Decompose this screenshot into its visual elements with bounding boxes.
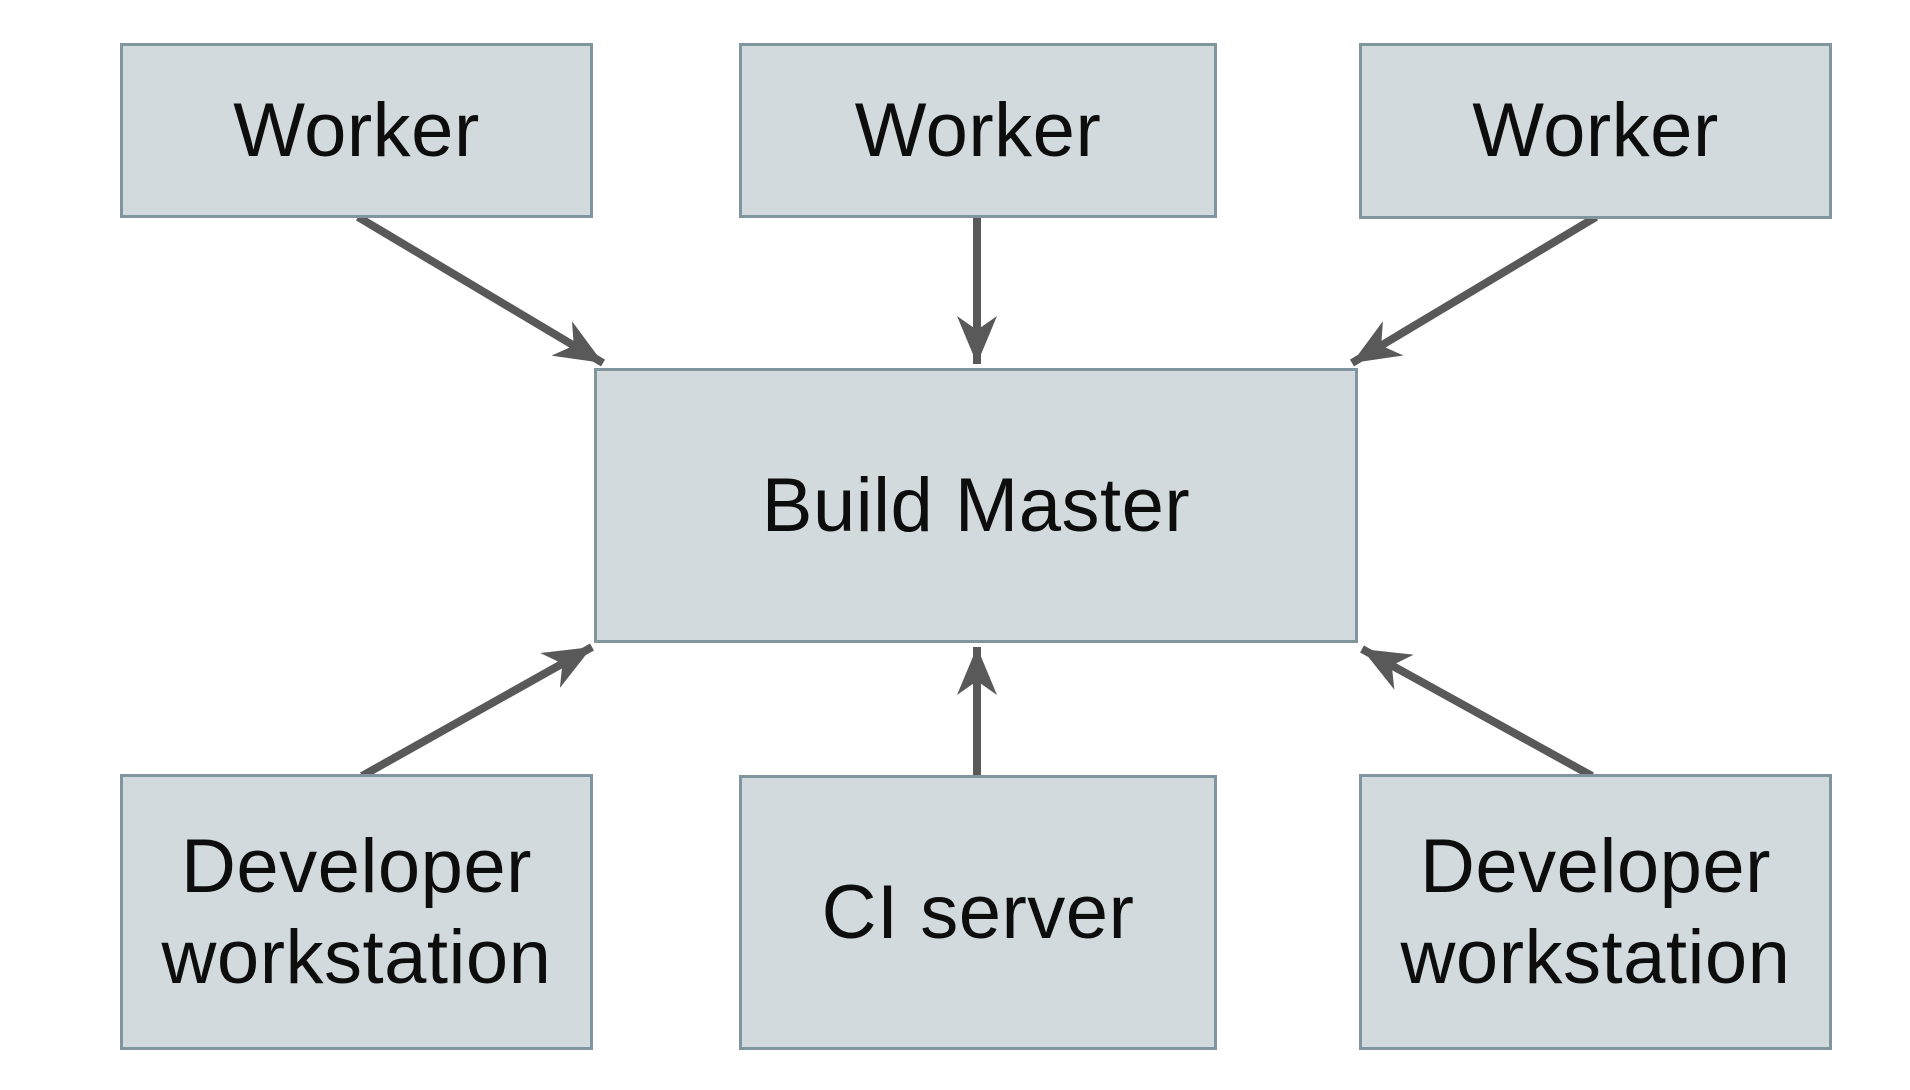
node-build-master-label: Build Master [761, 462, 1191, 548]
node-developer-workstation-right-line2: workstation [1400, 915, 1791, 1000]
node-developer-workstation-right-line1: Developer [1420, 823, 1771, 909]
edge-dev-workstation-left-to-build-master [360, 643, 594, 780]
node-developer-workstation-left: Developer workstation [120, 774, 593, 1050]
node-developer-workstation-left-line2: workstation [161, 915, 552, 1000]
node-worker-right-label: Worker [1472, 88, 1719, 174]
node-worker-middle-label: Worker [854, 87, 1102, 173]
edge-worker-left-to-build-master [355, 213, 606, 367]
node-worker-left-label: Worker [233, 87, 480, 173]
node-worker-middle: Worker [739, 43, 1217, 218]
node-build-master: Build Master [594, 368, 1358, 643]
node-developer-workstation-right: Developer workstation [1359, 774, 1832, 1050]
node-ci-server: CI server [739, 775, 1217, 1050]
node-worker-right: Worker [1359, 43, 1832, 219]
node-worker-left: Worker [120, 43, 593, 218]
node-developer-workstation-left-line1: Developer [181, 823, 532, 909]
edge-dev-workstation-right-to-build-master [1360, 645, 1594, 780]
node-ci-server-label: CI server [821, 869, 1135, 955]
edge-worker-right-to-build-master [1349, 213, 1599, 367]
